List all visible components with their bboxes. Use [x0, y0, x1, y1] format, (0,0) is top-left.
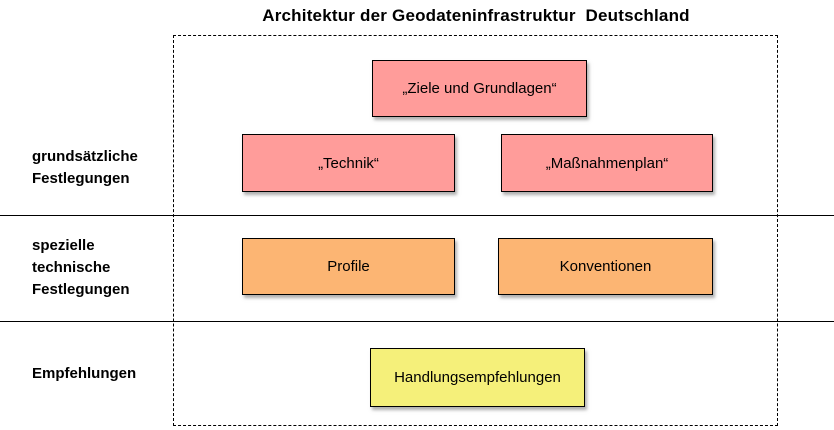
- dashed-boundary-frame: [173, 35, 778, 426]
- box-konventionen: Konventionen: [498, 238, 713, 295]
- section-divider-top: [0, 215, 834, 216]
- box-handlungsempfehlungen: Handlungsempfehlungen: [370, 348, 585, 407]
- box-konventionen-label: Konventionen: [559, 258, 652, 275]
- box-technik-label: „Technik“: [318, 154, 379, 172]
- box-ziele-und-grundlagen-label: „Ziele und Grundlagen“: [402, 80, 557, 97]
- section-label-empfehlungen: Empfehlungen: [32, 365, 137, 382]
- box-handlungsempfehlungen-label: Handlungsempfehlungen: [394, 369, 561, 386]
- box-profile-label: Profile: [327, 258, 370, 275]
- diagram-title: Architektur der Geodateninfrastruktur De…: [262, 6, 690, 25]
- box-massnahmenplan: „Maßnahmenplan“: [501, 134, 713, 192]
- section-label-spezielle-technische-festlegungen: spezielle technische Festlegungen: [32, 237, 130, 298]
- box-profile: Profile: [242, 238, 455, 295]
- section-divider-bottom: [0, 321, 834, 322]
- box-massnahmenplan-label: „Maßnahmenplan“: [545, 154, 669, 172]
- section-label-grundsaetzliche-festlegungen: grundsätzliche Festlegungen: [32, 148, 138, 187]
- box-technik: „Technik“: [242, 134, 455, 192]
- box-ziele-und-grundlagen: „Ziele und Grundlagen“: [372, 60, 587, 117]
